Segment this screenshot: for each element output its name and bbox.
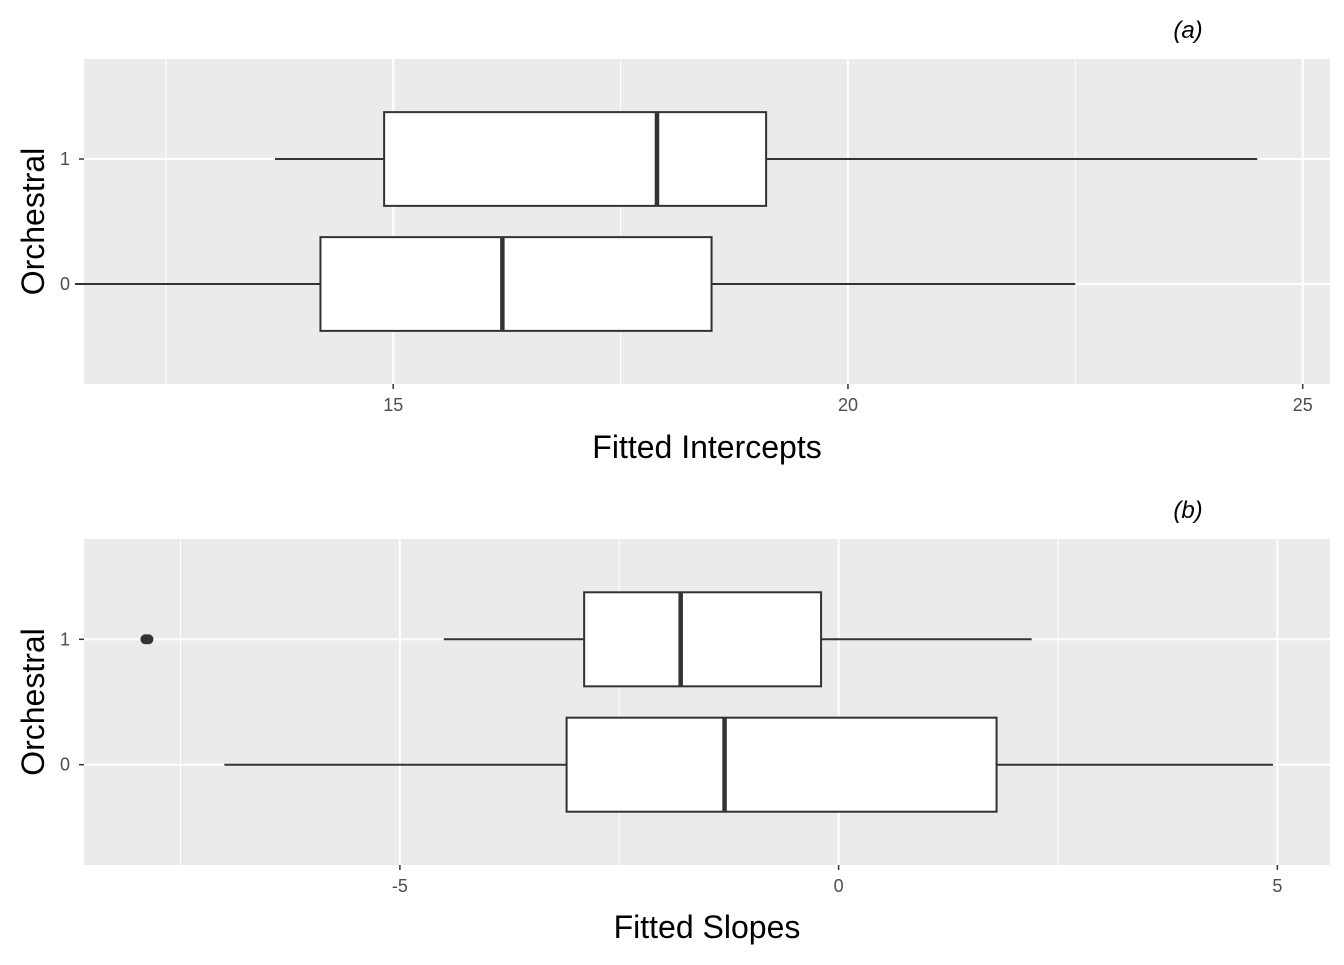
interquartile-box: [319, 236, 713, 332]
x-tick-label: 15: [383, 395, 403, 415]
y-axis-title: Orchestral: [15, 148, 51, 296]
outlier-point: [143, 634, 154, 645]
x-tick-label: 5: [1272, 876, 1282, 896]
box-category-1: [140, 591, 1032, 688]
y-tick-label: 0: [60, 755, 70, 775]
x-tick-label: 0: [834, 876, 844, 896]
y-tick-label: 1: [60, 629, 70, 649]
interquartile-box: [583, 591, 823, 688]
box-category-1: [274, 111, 1258, 207]
x-tick-label: -5: [392, 876, 408, 896]
interquartile-box: [565, 716, 998, 813]
panel-tag-label: (a): [1173, 17, 1202, 44]
x-axis-title: Fitted Slopes: [614, 909, 801, 945]
y-tick-label: 1: [60, 149, 70, 169]
x-tick-label: 20: [838, 395, 858, 415]
box-category-0: [224, 716, 1273, 813]
y-tick-label: 0: [60, 274, 70, 294]
box-category-0: [74, 236, 1076, 332]
panel-tag-label: (b): [1173, 497, 1202, 524]
interquartile-box: [383, 111, 768, 207]
panel-background: [84, 59, 1330, 384]
x-tick-label: 25: [1293, 395, 1313, 415]
y-axis-title: Orchestral: [15, 628, 51, 776]
x-axis-title: Fitted Intercepts: [592, 429, 821, 465]
panel-background: [84, 539, 1330, 865]
